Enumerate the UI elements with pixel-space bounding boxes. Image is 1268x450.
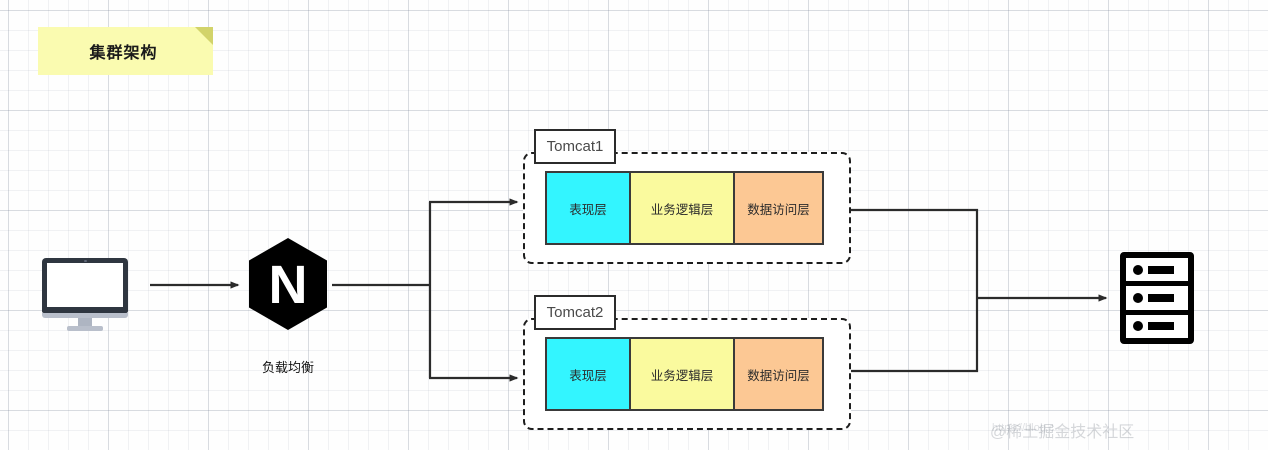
server-led-icon — [1133, 321, 1143, 332]
client-monitor-icon — [42, 258, 128, 331]
tomcat1-layer-row: 表现层 业务逻辑层 数据访问层 — [545, 171, 824, 245]
monitor-neck — [78, 318, 92, 326]
server-bay — [1126, 309, 1188, 338]
title-ribbon: 集群架构 — [38, 27, 213, 75]
wire-nginx-split — [332, 202, 432, 378]
ribbon-fold-corner — [195, 27, 213, 45]
tomcat2-business-layer: 业务逻辑层 — [629, 339, 733, 409]
monitor-chin — [42, 313, 128, 318]
server-rack-icon — [1120, 252, 1194, 344]
tomcat2-data-layer: 数据访问层 — [733, 339, 822, 409]
load-balancer-label: 负载均衡 — [261, 360, 314, 375]
svg-text:N: N — [269, 255, 308, 315]
tomcat1-presentation-layer: 表现层 — [547, 173, 629, 243]
server-bar-icon — [1148, 265, 1174, 274]
tomcat2-label: Tomcat2 — [534, 295, 616, 330]
page-title: 集群架构 — [89, 45, 158, 62]
tomcat1-data-layer: 数据访问层 — [733, 173, 822, 243]
monitor-screen — [47, 263, 123, 307]
monitor-camera-icon — [83, 260, 87, 262]
tomcat2-layer-row: 表现层 业务逻辑层 数据访问层 — [545, 337, 824, 411]
monitor-base — [67, 326, 103, 331]
tomcat2-presentation-layer: 表现层 — [547, 339, 629, 409]
watermark-text: @稀土掘金技术社区 — [990, 424, 1135, 441]
wire-tomcats-merge — [851, 208, 979, 373]
monitor-bezel — [42, 258, 128, 313]
server-bar-icon — [1148, 293, 1174, 302]
server-bay — [1126, 281, 1188, 309]
tomcat1-label: Tomcat1 — [534, 129, 616, 164]
tomcat1-business-layer: 业务逻辑层 — [629, 173, 733, 243]
watermark-url: https://blog.c — [992, 422, 1055, 434]
server-bar-icon — [1148, 322, 1174, 331]
server-led-icon — [1133, 292, 1143, 303]
nginx-logo-icon: N — [248, 237, 328, 331]
server-bay — [1126, 258, 1188, 281]
server-led-icon — [1133, 264, 1143, 275]
